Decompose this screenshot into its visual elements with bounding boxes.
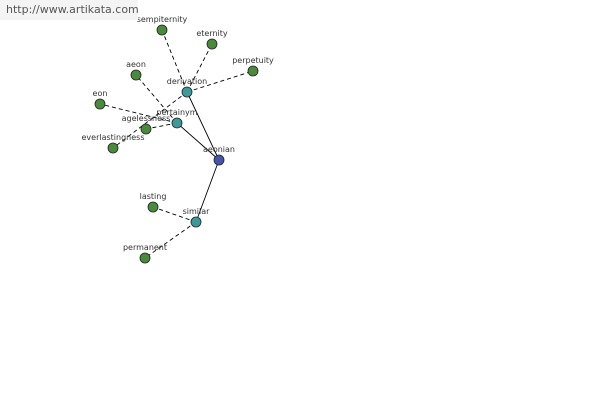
node-agelessness[interactable]: agelessness [122,114,171,135]
node-label-lasting: lasting [140,192,167,201]
node-label-derivation: derivation [167,77,207,86]
node-eon[interactable]: eon [93,89,108,110]
node-label-permanent: permanent [123,243,167,252]
node-circle-pertainym[interactable] [171,117,183,129]
node-everlastingness[interactable]: everlastingness [82,133,145,154]
node-derivation[interactable]: derivation [167,77,207,98]
node-circle-aeonian[interactable] [213,154,225,166]
node-circle-derivation[interactable] [181,86,193,98]
edge-aeonian-similar [195,159,220,223]
nodes-layer: aeonian derivation pertainym similar sempite… [82,15,274,264]
node-sempiternity[interactable]: sempiternity [137,15,188,36]
edge-aeonian-derivation [186,91,220,161]
node-circle-sempiternity[interactable] [156,24,168,36]
node-label-eon: eon [93,89,108,98]
node-label-agelessness: agelessness [122,114,171,123]
edge-pertainym-eon [99,103,178,124]
node-circle-similar[interactable] [190,216,202,228]
node-aeon[interactable]: aeon [126,60,146,81]
edge-similar-lasting [152,206,197,223]
watermark-url[interactable]: http://www.artikata.com [0,0,139,20]
node-circle-lasting[interactable] [147,201,159,213]
edge-aeonian-pertainym [176,122,220,161]
node-label-aeon: aeon [126,60,146,69]
node-aeonian[interactable]: aeonian [203,145,235,166]
node-pertainym[interactable]: pertainym [156,108,198,129]
edge-derivation-perpetuity [186,70,254,93]
edge-pertainym-aeon [135,74,178,124]
node-perpetuity[interactable]: perpetuity [232,56,274,77]
node-circle-agelessness[interactable] [140,123,152,135]
node-circle-everlastingness[interactable] [107,142,119,154]
edge-pertainym-agelessness [145,122,178,130]
node-circle-eon[interactable] [94,98,106,110]
edges-layer [99,29,254,259]
node-permanent[interactable]: permanent [123,243,167,264]
edge-derivation-everlastingness [112,91,188,149]
node-label-sempiternity: sempiternity [137,15,188,24]
node-label-similar: similar [183,207,211,216]
node-circle-perpetuity[interactable] [247,65,259,77]
node-label-everlastingness: everlastingness [82,133,145,142]
node-eternity[interactable]: eternity [196,29,228,50]
node-similar[interactable]: similar [183,207,211,228]
node-label-perpetuity: perpetuity [232,56,274,65]
node-label-aeonian: aeonian [203,145,235,154]
edge-derivation-eternity [186,43,213,93]
node-circle-permanent[interactable] [139,252,151,264]
node-label-pertainym: pertainym [156,108,197,117]
edge-similar-permanent [144,221,197,259]
node-label-eternity: eternity [196,29,228,38]
node-circle-aeon[interactable] [130,69,142,81]
node-circle-eternity[interactable] [206,38,218,50]
node-lasting[interactable]: lasting [140,192,167,213]
